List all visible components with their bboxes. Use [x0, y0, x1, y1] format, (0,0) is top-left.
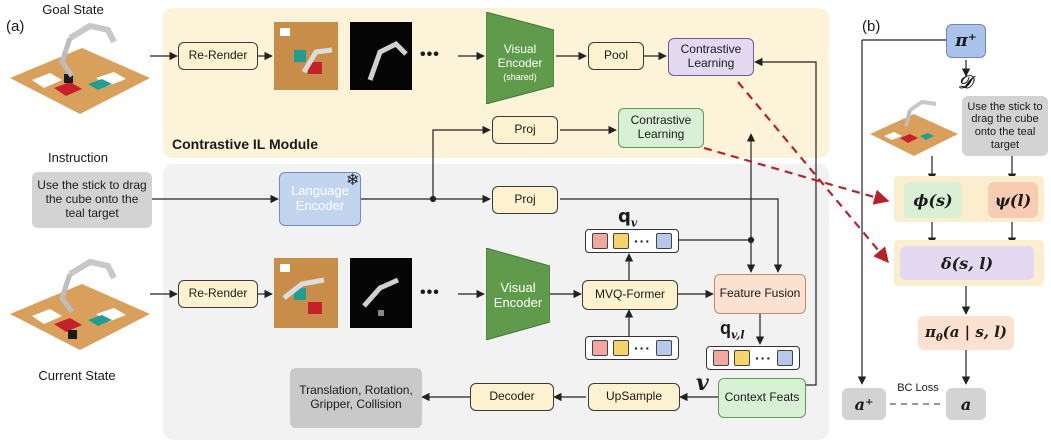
- visual-encoder-top-shape: [486, 12, 554, 104]
- render-rgb-top-svg: [274, 22, 338, 90]
- pi-plus-label: π⁺: [955, 31, 977, 51]
- q-vl-label: qv,l: [720, 318, 745, 342]
- q-v-symbol: q: [618, 206, 631, 227]
- scene-image-goal: [10, 22, 150, 114]
- dataset-symbol: 𝒟: [958, 72, 973, 93]
- a-label: a: [960, 394, 972, 414]
- render-mask-top-svg: [350, 22, 412, 90]
- render-mask-bottom-svg: [350, 258, 412, 328]
- visual-encoder-bottom-label: Visual Encoder: [493, 280, 543, 310]
- contrastive-learning-mid: Contrastive Learning: [618, 108, 704, 148]
- token-yellow: [613, 233, 629, 249]
- pool-box: Pool: [588, 42, 644, 70]
- policy-label: πθ(a | s, l): [925, 323, 1007, 344]
- right-scene-svg: [870, 99, 958, 156]
- mvq-former: MVQ-Former: [582, 280, 678, 310]
- policy-args: (a | s, l): [942, 322, 1008, 341]
- a-box: a: [946, 388, 986, 420]
- q-v-subscript: v: [630, 216, 638, 230]
- proj-top: Proj: [492, 116, 558, 144]
- q-vl-subscript: v,l: [731, 328, 745, 342]
- outputs-box: Translation, Rotation, Gripper, Collisio…: [290, 368, 422, 428]
- proj-mid: Proj: [492, 186, 558, 214]
- current-state-image: [10, 254, 150, 350]
- psi-label: ψ(l): [994, 190, 1032, 210]
- bc-loss-label: BC Loss: [897, 382, 939, 394]
- token-yellow: [613, 340, 629, 356]
- policy-box: πθ(a | s, l): [918, 316, 1014, 350]
- policy-subscript: θ: [935, 332, 943, 344]
- mvq-input-tokens: ···: [585, 336, 679, 360]
- goal-state-image: [10, 18, 150, 114]
- right-scene-image: [870, 96, 958, 156]
- ellipsis-top: •••: [420, 46, 440, 63]
- token-yellow: [734, 350, 750, 366]
- token-dots: ···: [634, 233, 651, 249]
- visual-encoder-top: Visual Encoder (shared): [486, 12, 554, 104]
- render-rgb-bottom: [274, 258, 338, 328]
- token-dots: ···: [755, 350, 772, 366]
- delta-box: δ(s, l): [900, 246, 1034, 280]
- token-blue: [656, 340, 672, 356]
- v-symbol: v: [696, 370, 709, 396]
- render-rgb-bottom-svg: [274, 258, 338, 328]
- token-blue: [777, 350, 793, 366]
- visual-encoder-shared-label: (shared): [503, 72, 537, 82]
- language-encoder: Language Encoder: [279, 172, 361, 226]
- language-encoder-label: Language Encoder: [291, 183, 349, 213]
- token-red: [592, 340, 608, 356]
- delta-label: δ(s, l): [940, 253, 994, 273]
- ellipsis-bottom: •••: [420, 284, 440, 301]
- re-render-top: Re-Render: [178, 42, 258, 70]
- context-feats: Context Feats: [718, 378, 806, 418]
- render-mask-top: [350, 22, 412, 90]
- panel-label-b: (b): [862, 18, 881, 35]
- psi-box: ψ(l): [988, 182, 1038, 218]
- phi-box: ϕ(s): [904, 182, 962, 218]
- instruction-text-box: Use the stick to drag the cube onto the …: [32, 172, 152, 228]
- visual-encoder-bottom: Visual Encoder: [486, 248, 550, 340]
- q-v-tokens: ···: [585, 229, 679, 253]
- token-dots: ···: [634, 340, 651, 356]
- visual-encoder-bottom-shape: [486, 248, 550, 340]
- q-vl-symbol: q: [720, 318, 731, 338]
- token-blue: [656, 233, 672, 249]
- render-rgb-top: [274, 22, 338, 90]
- right-instruction-box: Use the stick to drag the cube onto the …: [962, 96, 1048, 156]
- feature-fusion: Feature Fusion: [714, 274, 806, 314]
- instruction-label: Instruction: [48, 150, 108, 165]
- contrastive-learning-top: Contrastive Learning: [668, 38, 754, 76]
- contrastive-module-label: Contrastive IL Module: [172, 136, 318, 152]
- phi-label: ϕ(s): [913, 190, 953, 210]
- scene-image-current: [10, 258, 150, 350]
- q-vl-tokens: ···: [706, 346, 800, 370]
- a-plus-label: a⁺: [854, 394, 874, 414]
- upsample-box: UpSample: [588, 383, 680, 411]
- snowflake-icon: ❄: [346, 172, 360, 189]
- a-plus-box: a⁺: [842, 388, 886, 420]
- re-render-bottom: Re-Render: [178, 280, 258, 308]
- policy-symbol: π: [924, 322, 936, 341]
- expert-policy-box: π⁺: [946, 24, 986, 58]
- token-red: [592, 233, 608, 249]
- panel-label-a: (a): [6, 18, 25, 35]
- q-v-label: qv: [618, 206, 637, 230]
- visual-encoder-top-label: Visual Encoder: [497, 42, 543, 70]
- token-red: [713, 350, 729, 366]
- goal-state-label: Goal State: [42, 2, 104, 17]
- render-mask-bottom: [350, 258, 412, 328]
- decoder-box: Decoder: [470, 383, 554, 411]
- current-state-label: Current State: [38, 368, 116, 383]
